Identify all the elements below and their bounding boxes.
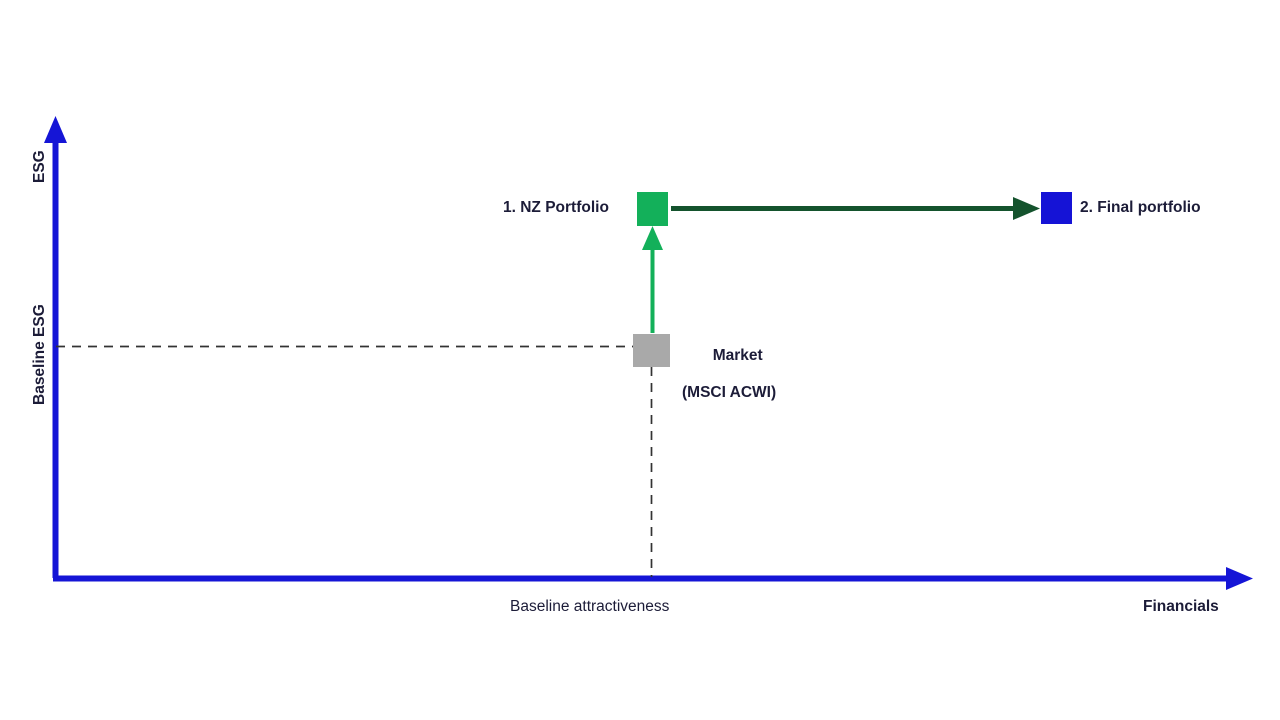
marker-final-portfolio — [1041, 192, 1072, 224]
x-axis — [53, 567, 1253, 590]
esg-uplift-arrow-head-icon — [642, 226, 663, 250]
label-final-portfolio: 2. Final portfolio — [1080, 199, 1201, 216]
x-axis-title-financials: Financials — [1143, 598, 1219, 615]
y-axis-title-esg: ESG — [31, 150, 49, 183]
financials-uplift-arrow-head-icon — [1013, 197, 1040, 220]
x-axis-title-baseline-attractiveness: Baseline attractiveness — [510, 598, 670, 615]
label-market: Market (MSCI ACWI) — [682, 329, 776, 439]
y-axis-arrow-icon — [44, 116, 67, 143]
esg-uplift-arrow — [642, 226, 663, 333]
label-market-line1: Market — [712, 347, 763, 365]
marker-nz-portfolio — [637, 192, 668, 226]
financials-uplift-arrow — [671, 197, 1040, 220]
x-axis-arrow-icon — [1226, 567, 1253, 590]
label-nz-portfolio: 1. NZ Portfolio — [503, 199, 609, 216]
label-market-line2: (MSCI ACWI) — [682, 383, 777, 401]
y-axis-title-esg-label: ESG — [31, 150, 48, 183]
marker-market — [633, 334, 670, 367]
y-axis-title-baseline-esg: Baseline ESG — [31, 304, 49, 405]
y-axis-title-baseline-esg-label: Baseline ESG — [31, 304, 48, 405]
